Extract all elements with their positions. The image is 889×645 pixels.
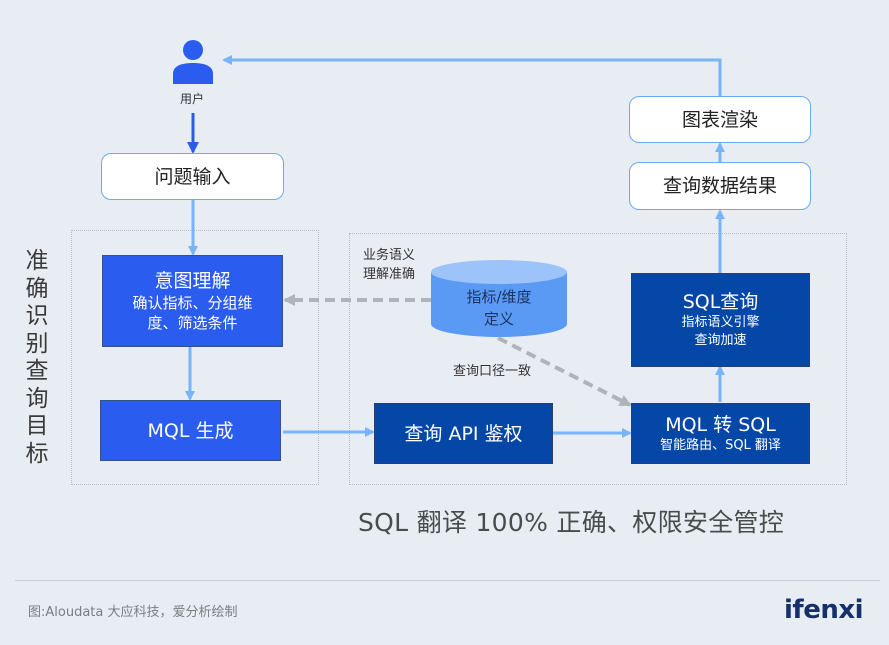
mql-to-sql-node: MQL 转 SQL 智能路由、SQL 翻译	[631, 403, 810, 464]
footer-caption: 图:Aloudata 大应科技，爱分析绘制	[28, 605, 238, 620]
mql-to-sql-desc: 智能路由、SQL 翻译	[660, 437, 781, 453]
sql-query-node: SQL查询 指标语义引擎 查询加速	[631, 273, 810, 367]
query-api-auth-node: 查询 API 鉴权	[374, 403, 553, 464]
question-input-label: 问题输入	[154, 165, 231, 188]
sql-query-title: SQL查询	[682, 291, 759, 313]
chart-render-label: 图表渲染	[681, 108, 758, 131]
metric-definition-line-1: 指标/维度	[466, 288, 532, 306]
intent-desc-2: 度、筛选条件	[147, 314, 238, 332]
question-input-node: 问题输入	[101, 153, 284, 200]
business-semantic-line-1: 业务语义	[363, 248, 416, 263]
intent-desc-1: 确认指标、分组维	[132, 294, 253, 312]
user-icon	[171, 38, 215, 84]
metric-definition-line-2: 定义	[483, 310, 514, 328]
query-result-label: 查询数据结果	[662, 175, 777, 197]
footer-divider	[15, 580, 880, 581]
ifenxi-logo: ifenxi	[784, 595, 864, 625]
business-semantic-line-2: 理解准确	[363, 267, 416, 282]
consistent-caliber-note: 查询口径一致	[453, 364, 532, 379]
query-result-node: 查询数据结果	[629, 162, 811, 210]
metric-definition-label: 指标/维度 定义	[431, 286, 567, 330]
user-label: 用户	[179, 92, 204, 106]
mql-generation-node: MQL 生成	[100, 400, 281, 461]
intent-title: 意图理解	[154, 270, 231, 292]
sql-query-desc-2: 查询加速	[694, 333, 747, 348]
query-api-auth-label: 查询 API 鉴权	[404, 422, 523, 445]
arrow-chart-to-user	[222, 55, 722, 96]
chart-render-node: 图表渲染	[629, 96, 811, 143]
intent-understanding-node: 意图理解 确认指标、分组维 度、筛选条件	[102, 255, 283, 347]
side-title: 准确识别查询目标	[25, 248, 49, 467]
business-semantic-note: 业务语义 理解准确	[363, 246, 415, 284]
tagline: SQL 翻译 100% 正确、权限安全管控	[358, 508, 785, 537]
left-region	[71, 230, 319, 485]
mql-to-sql-title: MQL 转 SQL	[665, 413, 776, 436]
sql-query-desc-1: 指标语义引擎	[681, 315, 760, 330]
mql-generation-label: MQL 生成	[147, 419, 234, 442]
right-region	[349, 233, 847, 485]
